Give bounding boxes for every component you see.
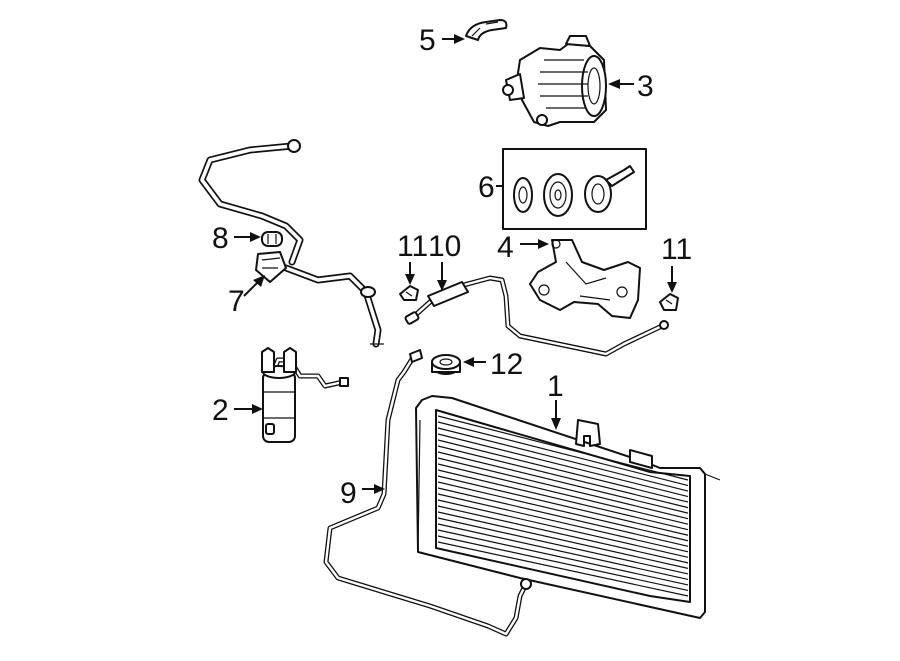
condenser-fin-line <box>437 499 689 558</box>
condenser-fin-line <box>437 415 689 481</box>
condenser-fin-line <box>437 463 689 525</box>
callout-6: 6 <box>478 171 503 204</box>
callout-12: 12 <box>463 348 523 381</box>
condenser-fins <box>437 415 689 597</box>
condenser-fin-line <box>437 517 689 575</box>
line-clip-icon[interactable] <box>399 285 419 301</box>
callout-3: 3 <box>608 70 654 103</box>
callout-11-right: 11 <box>661 233 692 293</box>
condenser-fin-line <box>437 439 689 503</box>
callout-1: 1 <box>547 370 564 430</box>
svg-text:2: 2 <box>212 394 229 427</box>
svg-text:4: 4 <box>497 231 514 264</box>
condenser-fin-line <box>437 457 689 520</box>
svg-text:11: 11 <box>397 230 428 263</box>
o-ring-icon[interactable] <box>261 231 283 247</box>
discharge-line-icon[interactable] <box>198 139 384 348</box>
callout-4: 4 <box>497 231 549 264</box>
compressor-icon[interactable] <box>502 35 607 127</box>
clutch-kit-icon[interactable] <box>502 148 647 230</box>
condenser-fin-line <box>437 421 689 487</box>
line-clip-right-icon[interactable] <box>659 293 679 311</box>
receiver-drier-icon[interactable] <box>261 347 349 443</box>
mounting-bracket-icon[interactable] <box>529 239 641 319</box>
condenser-fin-line <box>437 523 689 581</box>
callout-8: 8 <box>212 222 261 255</box>
callout-10: 10 <box>428 230 461 291</box>
hose-connector-icon[interactable] <box>255 251 287 283</box>
svg-text:12: 12 <box>490 348 523 381</box>
callout-5: 5 <box>419 24 465 57</box>
condenser-fin-line <box>437 445 689 509</box>
condenser-fin-line <box>437 541 689 597</box>
condenser-fin-line <box>437 529 689 586</box>
condenser-fin-line <box>437 427 689 492</box>
seal-washer-icon[interactable] <box>431 354 461 375</box>
callout-11-left: 11 <box>397 230 428 285</box>
condenser-fin-line <box>437 493 689 553</box>
svg-text:11: 11 <box>661 233 692 266</box>
svg-text:6: 6 <box>478 171 495 204</box>
svg-text:1: 1 <box>547 370 564 403</box>
condenser-fin-line <box>437 511 689 569</box>
discharge-line-right[interactable] <box>404 275 669 357</box>
svg-text:8: 8 <box>212 222 229 255</box>
callout-9: 9 <box>340 477 385 510</box>
svg-text:10: 10 <box>428 230 461 263</box>
condenser-fin-line <box>437 475 689 536</box>
condenser-fin-line <box>437 505 689 564</box>
condenser-fin-line <box>437 481 689 542</box>
condenser-fin-line <box>437 469 689 531</box>
svg-text:9: 9 <box>340 477 357 510</box>
condenser-fin-line <box>437 451 689 514</box>
hose-clip-icon[interactable] <box>465 19 508 41</box>
svg-text:5: 5 <box>419 24 436 57</box>
svg-text:3: 3 <box>637 70 654 103</box>
svg-text:7: 7 <box>228 285 245 318</box>
callout-7: 7 <box>228 275 265 318</box>
liquid-line-icon[interactable] <box>323 349 532 637</box>
condenser-fin-line <box>437 433 689 498</box>
condenser-fin-line <box>437 535 689 592</box>
condenser-icon[interactable] <box>415 395 721 619</box>
condenser-fin-line <box>437 487 689 547</box>
callout-2: 2 <box>212 394 263 427</box>
